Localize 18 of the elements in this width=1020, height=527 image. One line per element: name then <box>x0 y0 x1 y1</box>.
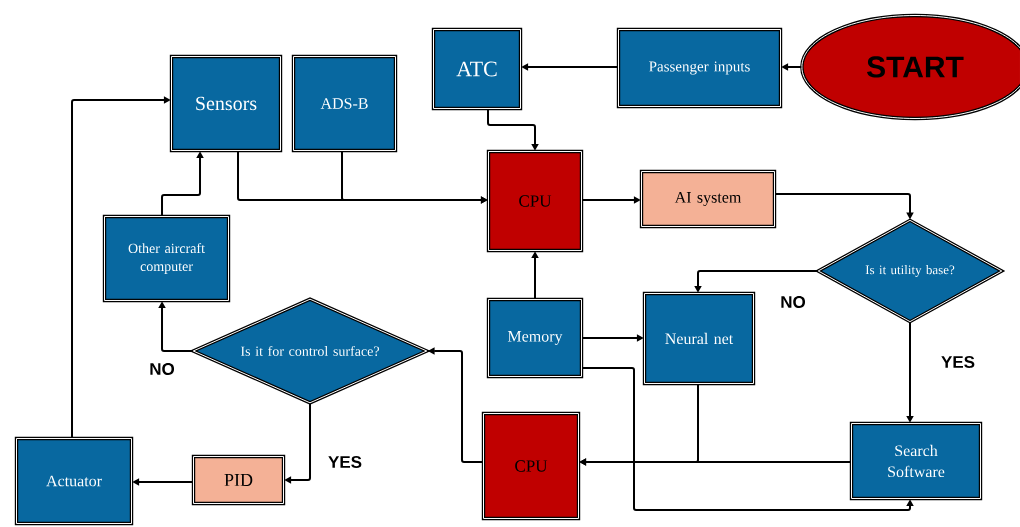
process-box: CPU <box>486 149 584 253</box>
process-box: ADS-B <box>291 54 398 153</box>
edge-label: YES <box>327 454 363 469</box>
process-box: ATC <box>431 27 523 111</box>
process-box: Search Software <box>849 421 983 501</box>
process-box: AI system <box>639 169 777 229</box>
process-box: Neural net <box>642 291 756 386</box>
process-box: PID <box>191 454 286 506</box>
edge-label: YES <box>940 355 976 369</box>
arrow <box>581 367 914 511</box>
process-box: Sensors <box>169 54 283 153</box>
process-box: Actuator <box>14 436 134 526</box>
edge-label: NO <box>148 362 176 376</box>
process-box: Other aircraft computer <box>102 214 231 303</box>
process-box: Passenger inputs <box>616 27 783 109</box>
process-box: CPU <box>481 411 581 521</box>
process-box: Memory <box>486 297 584 379</box>
edge-label: NO <box>779 295 807 309</box>
